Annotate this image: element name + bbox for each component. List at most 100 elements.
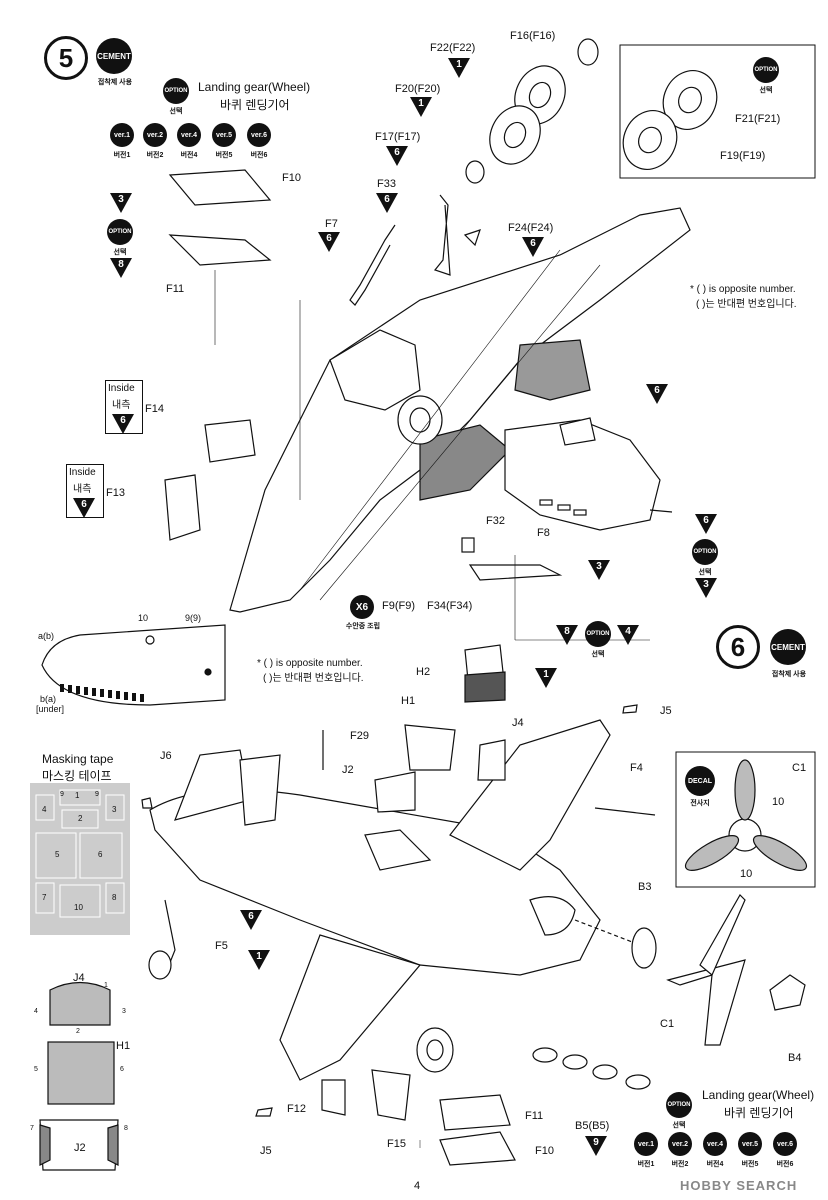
landing-gear-title: Landing gear(Wheel)	[702, 1088, 815, 1102]
marker-number: 6	[654, 385, 660, 396]
marker-number: 6	[81, 499, 87, 510]
version-caption-1: 버전1	[113, 152, 131, 159]
version-caption-4: 버전4	[180, 152, 198, 159]
marker-triangle	[376, 193, 398, 213]
version-badge-6: ver.6	[773, 1132, 797, 1156]
marker-triangle	[110, 258, 132, 278]
option-badge: OPTION	[585, 621, 611, 647]
marker-number: 1	[543, 669, 549, 680]
marker-triangle	[556, 625, 578, 645]
marker-number: 6	[703, 515, 709, 526]
landing-gear-title-kr: 바퀴 렌딩기어	[724, 1106, 794, 1120]
cement-caption: 접착제 사용	[771, 671, 807, 678]
masking-num: 5	[55, 850, 60, 859]
part-label-h2: H2	[416, 666, 431, 678]
marker-number: 6	[394, 147, 400, 158]
version-badge-2: ver.2	[143, 123, 167, 147]
x6-badge: X6	[350, 595, 374, 619]
part-label-b3: B3	[638, 881, 652, 893]
landing-gear-title: Landing gear(Wheel)	[198, 80, 311, 94]
marker-number: 1	[256, 951, 262, 962]
marker-number: 6	[120, 415, 126, 426]
fuselage-label-under: [under]	[36, 704, 65, 714]
part-label-f34: F34(F34)	[427, 600, 473, 612]
inside-label-kr: 내측	[73, 484, 92, 495]
opposite-note-kr: ( )는 반대편 번호입니다.	[696, 299, 797, 310]
fuselage-label-9: 9(9)	[185, 613, 202, 623]
marker-triangle	[73, 498, 95, 518]
part-label-f29: F29	[350, 730, 369, 742]
masking-num: 8	[112, 893, 117, 902]
option-caption: 선택	[759, 87, 773, 94]
masking-num: 10	[74, 903, 83, 912]
marker-triangle	[448, 58, 470, 78]
inside-label: Inside	[108, 383, 135, 394]
part-label-h1: H1	[401, 695, 416, 707]
detail-label-h1: H1	[116, 1040, 131, 1052]
marker-number: 1	[456, 59, 462, 70]
watermark: HOBBY SEARCH	[680, 1178, 798, 1193]
marker-number: 3	[703, 579, 709, 590]
version-badge-5: ver.5	[212, 123, 236, 147]
detail-label-j4: J4	[73, 972, 85, 984]
option-badge: OPTION	[753, 57, 779, 83]
marker-number: 3	[118, 194, 124, 205]
version-badge-5: ver.5	[738, 1132, 762, 1156]
masking-num: 9	[60, 791, 64, 798]
marker-number: 4	[625, 626, 631, 637]
part-label-c1: C1	[660, 1018, 675, 1030]
detail-num: 4	[34, 1008, 38, 1015]
masking-num: 6	[98, 850, 103, 859]
option-caption: 선택	[672, 1122, 686, 1129]
masking-num: 3	[112, 805, 117, 814]
opposite-note-en: * ( ) is opposite number.	[257, 658, 363, 669]
part-label-b5: B5(B5)	[575, 1120, 610, 1132]
opposite-note-kr: ( )는 반대편 번호입니다.	[263, 673, 364, 684]
step-number: 5	[44, 36, 88, 80]
part-label-f12: F12	[287, 1103, 306, 1115]
part-label-j5: J5	[660, 705, 672, 717]
wing-drawing	[229, 207, 691, 613]
part-label-f22: F22(F22)	[430, 42, 476, 54]
part-label-b4: B4	[788, 1052, 802, 1064]
decal-number: 10	[740, 868, 753, 880]
fuselage-label-a: a(b)	[38, 631, 55, 641]
part-label-f11: F11	[525, 1110, 544, 1122]
marker-number: 6	[326, 233, 332, 244]
marker-number: 6	[248, 911, 254, 922]
part-label-f4: F4	[630, 762, 643, 774]
option-caption: 선택	[698, 569, 712, 576]
version-caption-2: 버전2	[671, 1161, 689, 1168]
option-caption: 선택	[113, 249, 127, 256]
opposite-note-en: * ( ) is opposite number.	[690, 284, 796, 295]
marker-triangle	[695, 514, 717, 534]
masking-num: 1	[75, 791, 80, 800]
part-label-j4: J4	[512, 717, 524, 729]
marker-triangle	[386, 146, 408, 166]
marker-number: 9	[593, 1137, 599, 1148]
version-badge-1: ver.1	[634, 1132, 658, 1156]
part-label-f10: F10	[282, 172, 301, 184]
version-caption-5: 버전5	[215, 152, 233, 159]
marker-triangle	[695, 578, 717, 598]
inside-label: Inside	[69, 467, 96, 478]
marker-number: 6	[384, 194, 390, 205]
detail-num: 1	[104, 982, 108, 989]
landing-gear-title-kr: 바퀴 렌딩기어	[220, 98, 290, 112]
marker-triangle	[248, 950, 270, 970]
fuselage-label-10: 10	[138, 613, 149, 623]
part-label-f33: F33	[377, 178, 396, 190]
part-label-f8: F8	[537, 527, 550, 539]
marker-number: 8	[564, 626, 570, 637]
cement-caption: 접착제 사용	[97, 79, 133, 86]
marker-triangle	[617, 625, 639, 645]
marker-number: 3	[596, 561, 602, 572]
part-label-f32: F32	[486, 515, 505, 527]
page-number: 4	[414, 1180, 421, 1192]
detail-label-j2: J2	[74, 1142, 86, 1154]
marker-triangle	[588, 560, 610, 580]
marker-triangle	[318, 232, 340, 252]
version-caption-1: 버전1	[637, 1161, 655, 1168]
version-caption-6: 버전6	[250, 152, 268, 159]
step-number: 6	[716, 625, 760, 669]
